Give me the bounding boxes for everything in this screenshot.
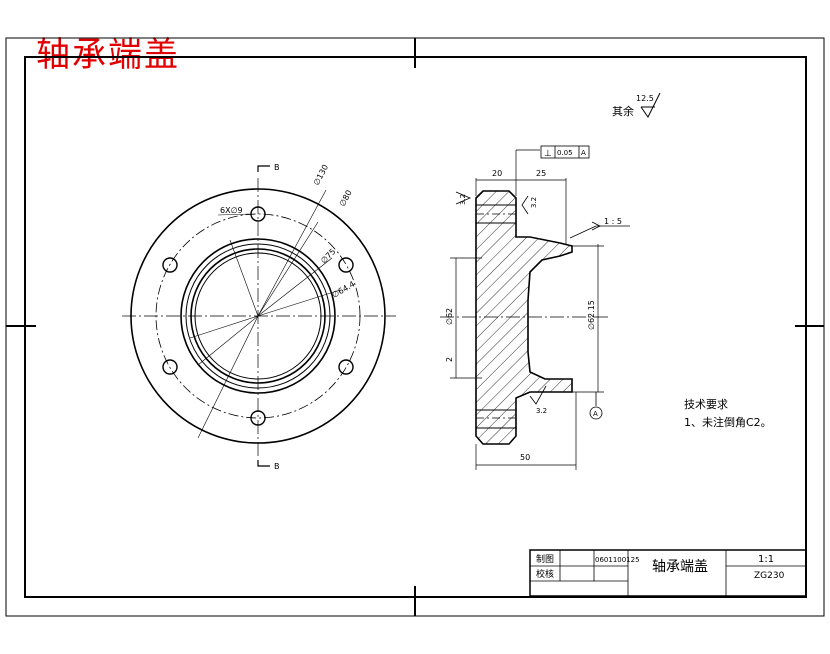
dim-top-right: 25 (536, 169, 546, 178)
scale-value: 1:1 (758, 554, 774, 565)
tech-title: 技术要求 (684, 398, 728, 411)
dim-d3: ∅75 (319, 247, 337, 265)
roughness-note-value: 12.5 (636, 94, 654, 103)
dim-right-dia: ∅62.15 (587, 300, 596, 330)
centering-marks (6, 38, 824, 616)
datum-marker (589, 392, 603, 420)
section-dimensions (450, 149, 604, 470)
dim-left-dia: ∅62 (445, 308, 454, 325)
rough-b: 3.2 (530, 197, 538, 208)
roughness-note-label: 其余 (612, 104, 634, 118)
rough-a: 3.2 (459, 194, 467, 205)
roughness-marks-icon (455, 191, 547, 405)
dim-d1: ∅130 (312, 163, 330, 187)
title-block (529, 549, 807, 597)
section-view (440, 190, 610, 445)
tolerance-value: 0.05 (557, 149, 573, 157)
dim-d2: ∅80 (338, 189, 354, 208)
dim-small: 2 (445, 357, 454, 362)
tolerance-datum: A (581, 149, 586, 157)
rough-c: 3.2 (536, 407, 547, 415)
tolerance-symbol: ⊥ (544, 149, 552, 159)
checked-label: 校核 (536, 568, 554, 580)
datum-letter: A (593, 410, 598, 418)
stamp-title: 轴承端盖 (36, 35, 180, 75)
front-view (122, 165, 396, 467)
drawing-number: 0601100125 (595, 556, 640, 564)
material-value: ZG230 (754, 571, 785, 581)
section-label-bottom: B (274, 462, 280, 471)
inner-frame (24, 56, 807, 598)
tech-item-1: 1、未注倒角C2。 (684, 415, 772, 429)
section-label-top: B (274, 163, 280, 172)
taper-frame (591, 221, 630, 231)
dim-d4: ∅64.4 (331, 280, 357, 300)
holes-note: 6X∅9 (220, 206, 243, 215)
outer-frame (5, 37, 825, 617)
dim-bottom: 50 (520, 453, 530, 462)
taper-value: 1 : 5 (604, 217, 622, 226)
tolerance-frame (540, 145, 590, 159)
part-name: 轴承端盖 (652, 559, 708, 575)
drawn-label: 制图 (536, 553, 554, 565)
roughness-symbol-icon (640, 92, 661, 118)
dim-top-left: 20 (492, 169, 502, 178)
